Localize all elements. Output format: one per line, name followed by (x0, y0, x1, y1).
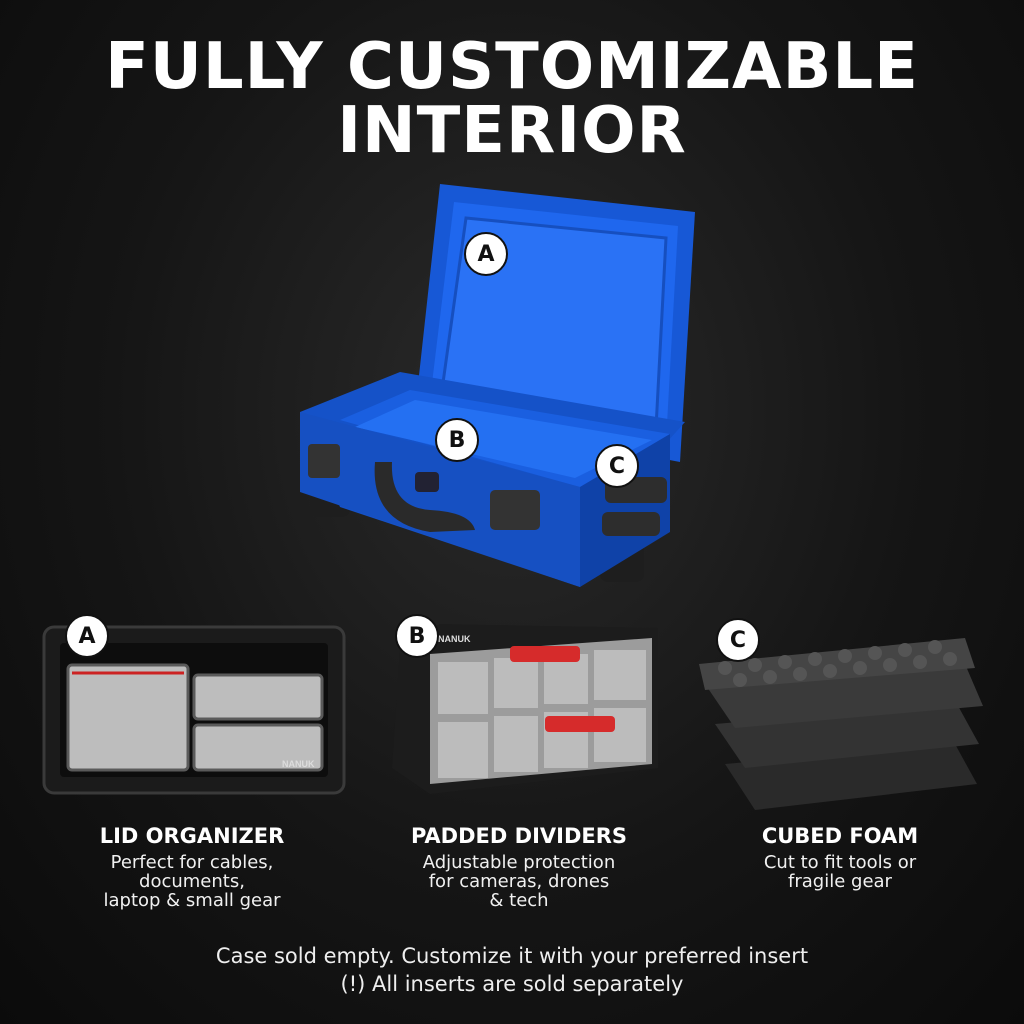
padded-dividers-brand: NANUK (438, 634, 471, 644)
cubed-foam-image (699, 638, 983, 810)
cubed-foam-title: CUBED FOAM (761, 824, 919, 848)
cubed-foam-desc: Cut to fit tools or fragile gear (763, 852, 917, 892)
lid-organizer-title: LID ORGANIZER (99, 824, 285, 848)
feature-badge-c: C (716, 618, 760, 662)
lid-organizer-image: NANUK (42, 625, 346, 795)
padded-dividers-title: PADDED DIVIDERS (410, 824, 628, 848)
padded-dividers-image: NANUK (392, 624, 658, 794)
footer-note-2: (!) All inserts are sold separately (340, 972, 684, 996)
hero-badge-c: C (595, 444, 639, 488)
headline-line-1: FULLY CUSTOMIZABLE (105, 30, 919, 104)
lid-organizer-brand: NANUK (282, 759, 315, 769)
lid-organizer-desc: Perfect for cables, documents, laptop & … (103, 852, 281, 911)
padded-dividers-desc: Adjustable protection for cameras, drone… (422, 852, 616, 911)
feature-badge-b: B (395, 614, 439, 658)
footer-note-1: Case sold empty. Customize it with your … (215, 944, 809, 968)
headline-line-2: INTERIOR (337, 94, 687, 168)
hero-badge-b: B (435, 418, 479, 462)
feature-badge-a: A (65, 614, 109, 658)
hero-badge-a: A (464, 232, 508, 276)
